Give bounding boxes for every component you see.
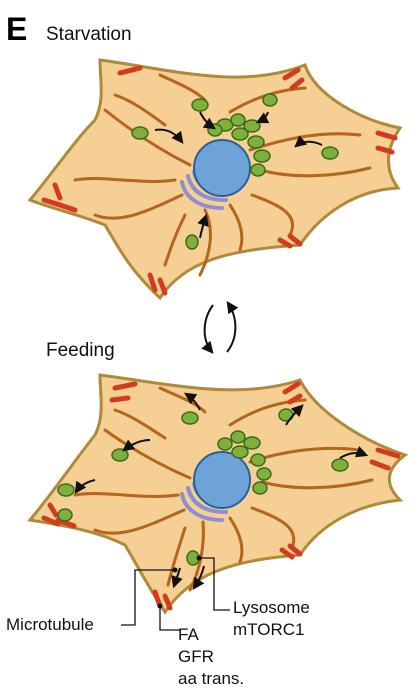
lysosome	[253, 482, 267, 494]
fa-label: FA	[178, 625, 199, 644]
lysosome	[257, 468, 271, 480]
reversible-arrows	[205, 303, 236, 352]
lysosome	[186, 235, 198, 249]
lysosome	[251, 454, 265, 466]
panel-letter: E	[6, 11, 27, 47]
lysosome	[232, 446, 248, 458]
microtubule-callout-dot	[173, 568, 178, 573]
starvation-label: Starvation	[46, 24, 132, 45]
lysosome	[332, 459, 348, 471]
lysosome	[182, 412, 198, 424]
lysosome	[232, 128, 248, 140]
lysosome	[218, 438, 232, 450]
lysosome	[58, 484, 74, 496]
microtubule-label: Microtubule	[6, 615, 94, 634]
lysosome	[251, 164, 265, 176]
lysosome	[244, 437, 260, 449]
lysosome	[58, 509, 72, 521]
starvation-cell	[30, 60, 400, 298]
lysosome	[132, 127, 148, 139]
gfr-label: GFR	[178, 647, 214, 666]
arrow-down	[205, 305, 213, 352]
fed-cell	[30, 375, 405, 612]
nucleus	[194, 452, 250, 508]
lysosome	[231, 114, 245, 126]
lysosome-callout-dot	[197, 556, 202, 561]
lysosome-label: Lysosome	[233, 598, 310, 617]
focal-adhesion	[112, 398, 128, 400]
mtorc1-label: mTORC1	[233, 620, 304, 639]
lysosome	[112, 449, 128, 461]
lysosome	[192, 99, 208, 111]
aa-trans-label: aa trans.	[178, 669, 244, 688]
nucleus	[194, 140, 250, 196]
feeding-label: Feeding	[46, 340, 115, 361]
lysosome	[322, 147, 338, 159]
lysosome	[231, 431, 245, 443]
lysosome	[254, 150, 270, 162]
lysosome	[263, 94, 277, 106]
arrow-up	[227, 303, 235, 352]
fa-callout-dot	[158, 604, 163, 609]
lysosome	[248, 136, 264, 148]
